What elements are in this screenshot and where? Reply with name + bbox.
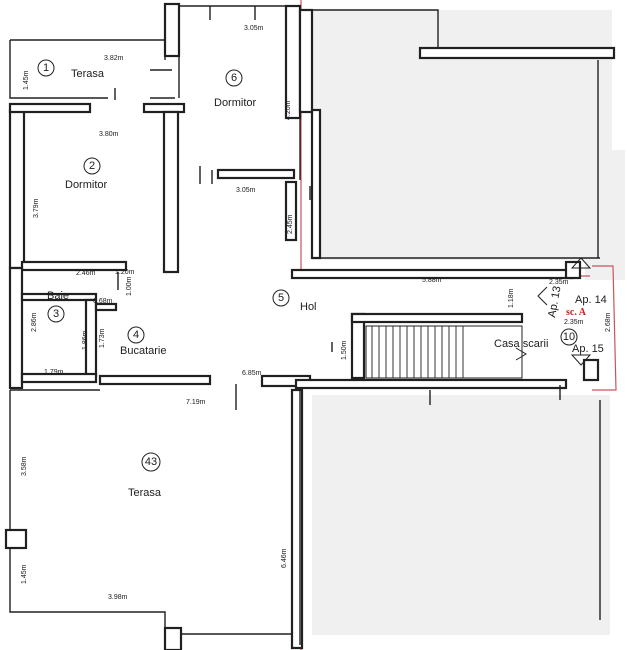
dim-068: 0.68m	[93, 298, 113, 305]
redacted-area-lower	[312, 395, 610, 635]
dim-150: 1.50m	[341, 340, 348, 360]
walls	[4, 2, 616, 650]
dim-terrace43-right: 6.46m	[281, 548, 288, 568]
dim-room2-height: 3.79m	[33, 198, 40, 218]
room-label-dormitor-2: Dormitor	[65, 179, 108, 191]
dim-hol-width-lower: 7.19m	[186, 399, 206, 406]
dim-landing-mid: 2.35m	[564, 319, 584, 326]
dim-186: 1.86m	[82, 330, 89, 350]
room-number-1: 1	[37, 59, 55, 77]
dim-terrace43-lower: 1.45m	[21, 564, 28, 584]
svg-text:1: 1	[43, 62, 49, 74]
apartment-arrows	[537, 257, 592, 366]
dim-terrace1-height: 1.45m	[23, 70, 30, 90]
svg-text:4: 4	[133, 329, 139, 341]
room-label-terasa-43: Terasa	[128, 487, 162, 499]
room-label-dormitor-6: Dormitor	[214, 97, 257, 109]
dim-landing-top: 2.35m	[549, 279, 569, 286]
room-number-5: 5	[272, 289, 290, 307]
dim-baie-bottom: 1.79m	[44, 369, 64, 376]
room-label-terasa-1: Terasa	[71, 68, 105, 80]
room-number-4: 4	[127, 326, 145, 344]
room-label-hol: Hol	[300, 301, 317, 313]
dim-173: 1.73m	[99, 328, 106, 348]
dim-terrace43-upper: 3.58m	[21, 456, 28, 476]
room-label-casa-scarii: Casa scarii	[494, 338, 548, 350]
dim-hol-width: 6.85m	[242, 370, 262, 377]
svg-text:10: 10	[563, 331, 575, 343]
svg-text:2: 2	[89, 160, 95, 172]
dim-baie-width: 2.46m	[76, 270, 96, 277]
svg-text:6: 6	[231, 72, 237, 84]
dim-100: 1.00m	[126, 276, 133, 296]
apartment-label-13: Ap. 13	[546, 285, 563, 318]
room-number-2: 2	[83, 157, 101, 175]
dim-118: 1.18m	[508, 288, 515, 308]
dim-corridor: 2.45m	[287, 214, 294, 234]
redacted-area-edge	[585, 150, 625, 280]
room-label-baie: Baie	[47, 290, 69, 302]
dim-hall-right: 5.88m	[422, 277, 442, 284]
svg-text:5: 5	[278, 292, 284, 304]
dim-room6-bottom: 3.05m	[236, 187, 256, 194]
section-stamp: sc. A	[566, 307, 587, 318]
staircase	[365, 325, 527, 379]
svg-text:3: 3	[53, 308, 59, 320]
room-number-10: 10	[560, 328, 578, 346]
door-marks	[114, 69, 333, 410]
svg-text:43: 43	[145, 456, 157, 468]
room-number-43: 43	[141, 452, 161, 472]
dim-120: 1.20m	[115, 269, 135, 276]
apartment-label-15: Ap. 15	[572, 343, 604, 355]
dimension-labels: 3.82m 1.45m 3.05m 4.20m 3.05m 3.80m 3.79…	[21, 25, 612, 601]
dim-landing-height: 2.68m	[605, 312, 612, 332]
dim-terrace1-width: 3.82m	[104, 55, 124, 62]
room-number-3: 3	[47, 305, 65, 323]
dim-room2-width: 3.80m	[99, 131, 119, 138]
dim-terrace43-bottom: 3.98m	[108, 594, 128, 601]
room-number-6: 6	[225, 69, 243, 87]
apartment-label-14: Ap. 14	[575, 294, 607, 306]
dim-room6-width: 3.05m	[244, 25, 264, 32]
dim-room6-height: 4.20m	[285, 100, 292, 120]
room-label-bucatarie: Bucatarie	[120, 345, 166, 357]
dim-baie-height: 2.86m	[31, 312, 38, 332]
